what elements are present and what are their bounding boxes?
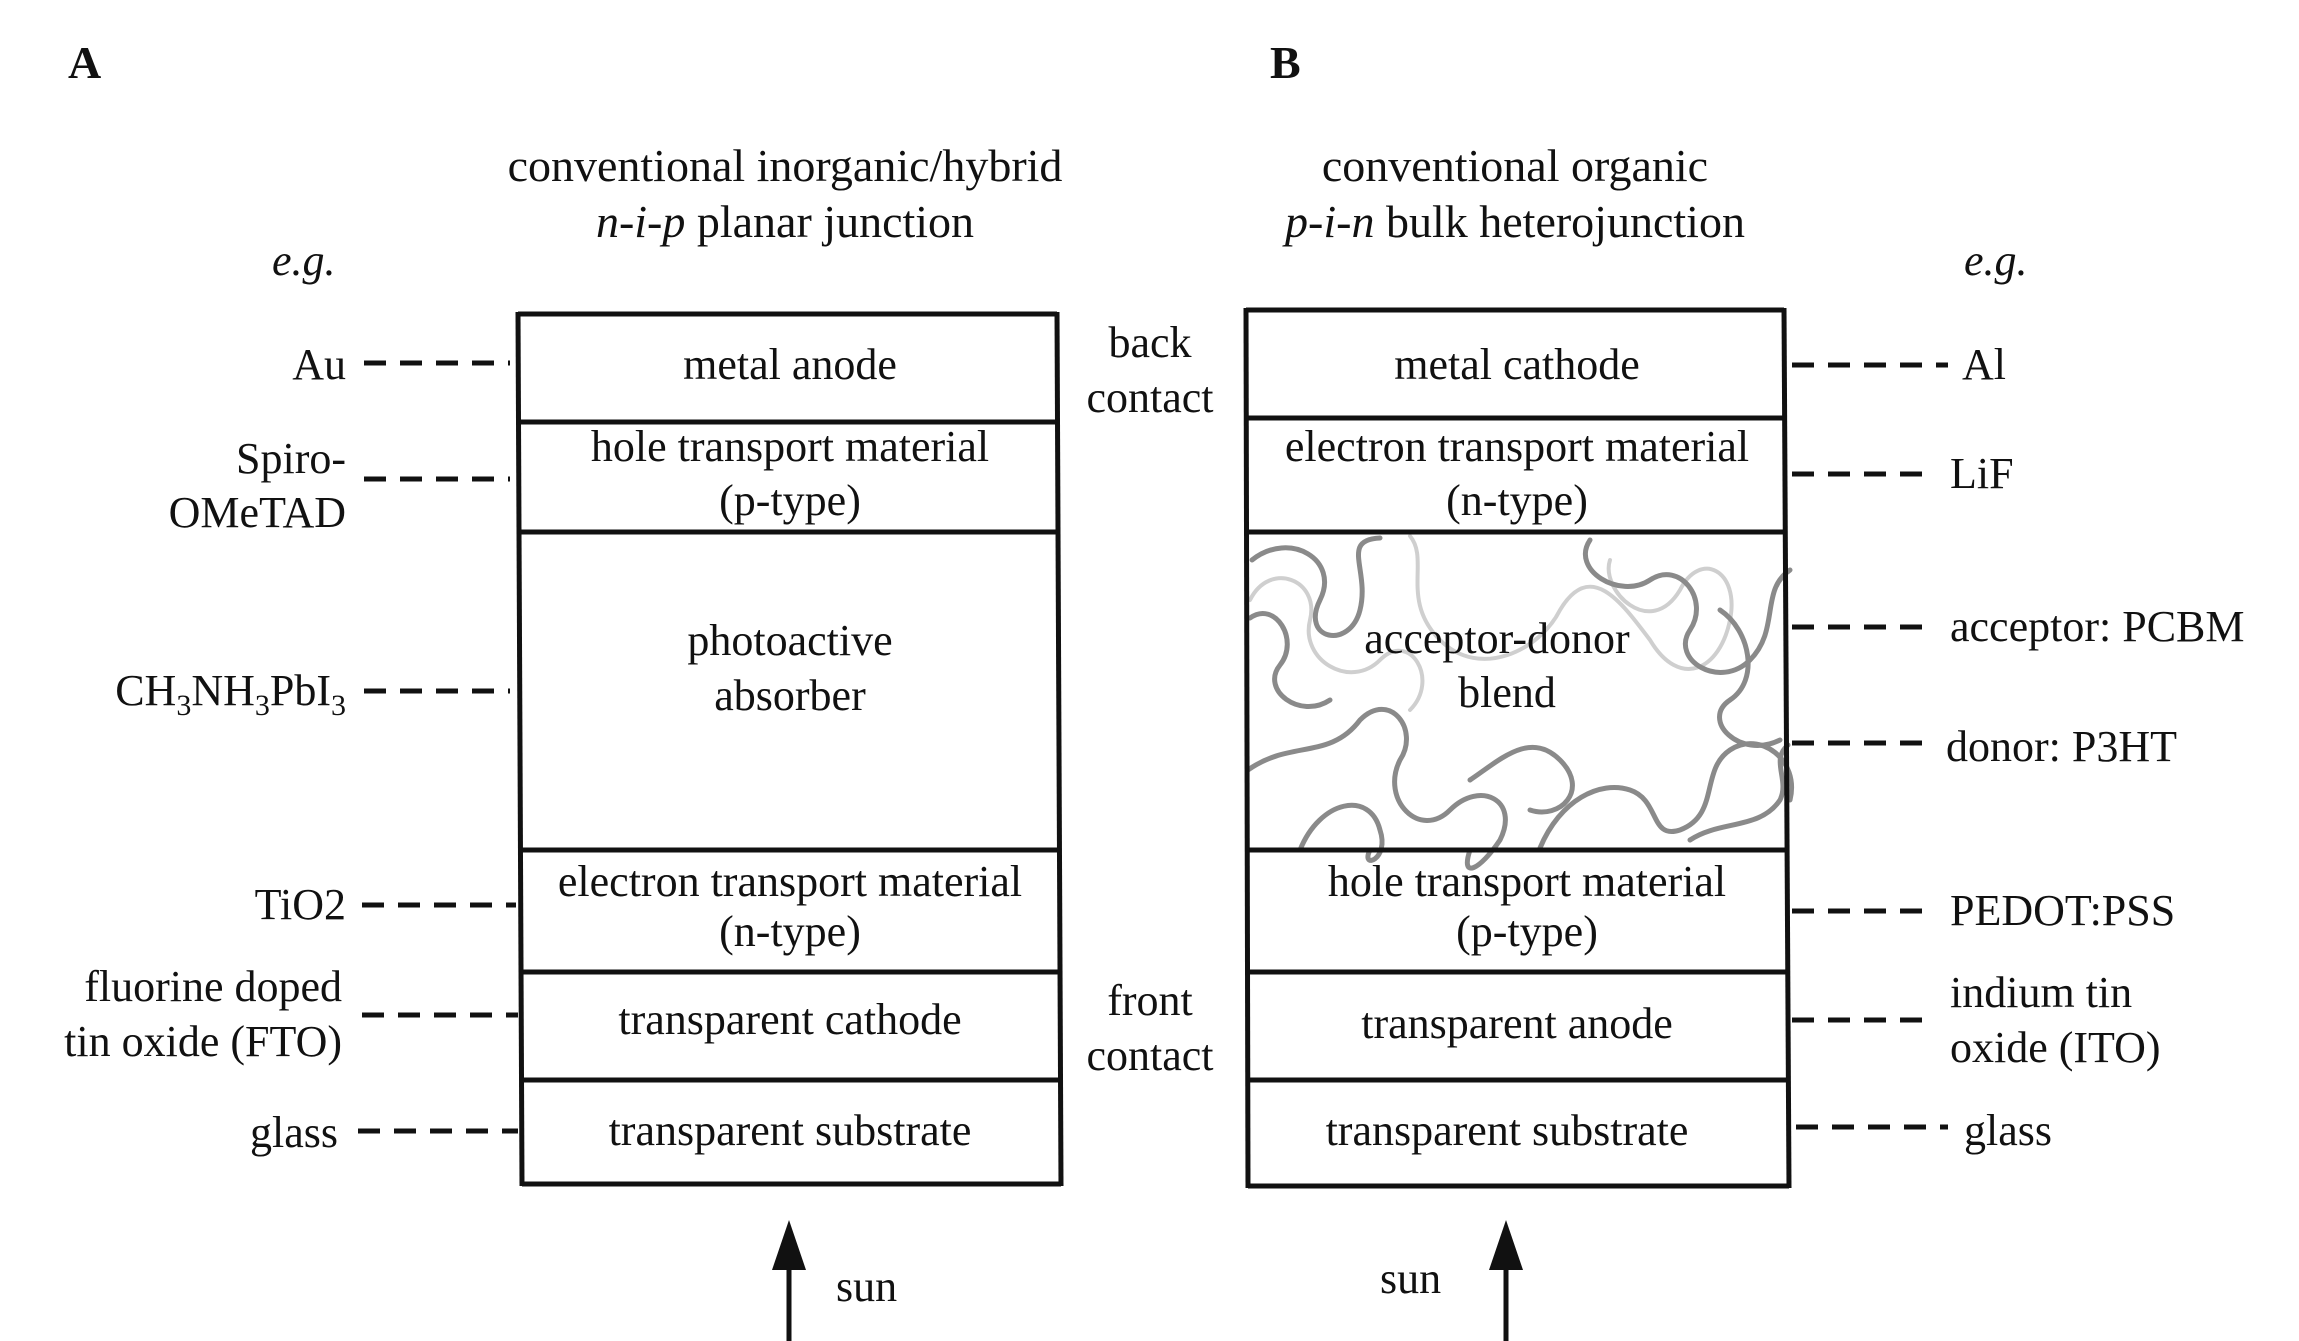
panel-b-title-line2: p-i-n bulk heterojunction (1170, 194, 1860, 250)
panel-b-layer-blend-1: acceptor-donor (1364, 614, 1630, 663)
panel-a-layer-etm-type: (n-type) (719, 907, 861, 956)
panel-a-example-perovskite: CH3NH3PbI3 (115, 666, 346, 722)
back-contact-line2: contact (1086, 373, 1214, 422)
panel-b-layer-blend-2: blend (1458, 668, 1556, 717)
panel-a-layer-metal-anode: metal anode (683, 340, 897, 389)
blend-light-curve (1408, 534, 1734, 671)
panel-b-layer-etm-type: (n-type) (1446, 476, 1588, 525)
panel-a-sun-label: sun (836, 1262, 898, 1311)
panel-a-junction-type: n-i-p (595, 196, 686, 247)
blend-dark-curve (1297, 802, 1385, 863)
panel-b-leaders (1792, 362, 1948, 1130)
blend-dark-curve (1537, 741, 1794, 851)
panel-b-example-al: Al (1962, 340, 2006, 389)
panel-a-example-fto-1: fluorine doped (84, 962, 342, 1011)
panel-b-layer-etm: electron transport material (1284, 422, 1750, 471)
panel-b-eg: e.g. (1964, 236, 2028, 285)
panel-b-junction-type: p-i-n (1285, 196, 1375, 247)
sun-arrow-a (772, 1220, 806, 1341)
sun-arrow-b (1489, 1220, 1523, 1341)
panel-b-layer-htm-type: (p-type) (1456, 907, 1598, 956)
panel-b-sun-label: sun (1380, 1254, 1442, 1303)
panel-b-layer-anode: transparent anode (1361, 999, 1673, 1048)
blend-dark-curve (1247, 611, 1333, 709)
panel-a-layer-htm-type: (p-type) (719, 476, 861, 525)
panel-letter-b: B (1270, 37, 1301, 88)
panel-a-example-fto-2: tin oxide (FTO) (64, 1017, 342, 1066)
panel-b-title-line1: conventional organic (1321, 140, 1709, 191)
panel-b-example-ito-2: oxide (ITO) (1950, 1023, 2161, 1072)
front-contact-line2: contact (1086, 1031, 1214, 1080)
panel-b-example-donor: donor: P3HT (1946, 722, 2177, 771)
panel-a-stack (515, 311, 1064, 1187)
panel-b-layer-substrate: transparent substrate (1325, 1106, 1689, 1155)
panel-b-example-glass: glass (1964, 1106, 2052, 1155)
panel-a-layer-substrate: transparent substrate (608, 1106, 972, 1155)
blend-dark-curve (1245, 706, 1508, 871)
panel-a-example-glass: glass (250, 1108, 338, 1157)
panel-b-layer-metal-cathode: metal cathode (1394, 340, 1640, 389)
panel-a-layer-absorber-2: absorber (714, 671, 866, 720)
blend-dark-curve (1249, 535, 1383, 638)
panel-b-layer-htm: hole transport material (1327, 857, 1727, 906)
panel-a-layer-htm: hole transport material (590, 422, 990, 471)
blend-dark-curve (1582, 537, 1793, 675)
panel-a-example-spiro-2: OMeTAD (168, 488, 346, 537)
panel-a-layer-cathode: transparent cathode (618, 995, 962, 1044)
back-contact-line1: back (1108, 318, 1192, 367)
blend-texture (1245, 534, 1794, 871)
panel-a-layer-etm: electron transport material (557, 857, 1023, 906)
panel-a-title-line1: conventional inorganic/hybrid (507, 140, 1063, 191)
panel-a-example-tio2: TiO2 (254, 880, 346, 929)
panel-a-example-spiro-1: Spiro- (236, 434, 346, 483)
panel-a-junction-desc: planar junction (685, 196, 975, 247)
blend-dark-curve (1687, 742, 1791, 843)
panel-b-example-lif: LiF (1950, 449, 2014, 498)
panel-b-example-acceptor: acceptor: PCBM (1950, 602, 2245, 651)
panel-letter-a: A (68, 37, 102, 88)
blend-light-curve (1248, 576, 1425, 712)
panel-a-layer-absorber-1: photoactive (687, 616, 893, 665)
panel-b-junction-desc: bulk heterojunction (1374, 196, 1745, 247)
front-contact-line1: front (1107, 976, 1193, 1025)
panel-a-example-au: Au (292, 340, 346, 389)
panel-a-eg: e.g. (272, 236, 336, 285)
panel-a-leaders (358, 360, 518, 1134)
panel-b-example-pedot: PEDOT:PSS (1950, 886, 2176, 935)
panel-b-example-ito-1: indium tin (1950, 968, 2133, 1017)
panel-a-title-line2: n-i-p planar junction (440, 194, 1130, 250)
blend-dark-curve (1467, 744, 1575, 815)
panel-b-stack (1243, 307, 1792, 1189)
